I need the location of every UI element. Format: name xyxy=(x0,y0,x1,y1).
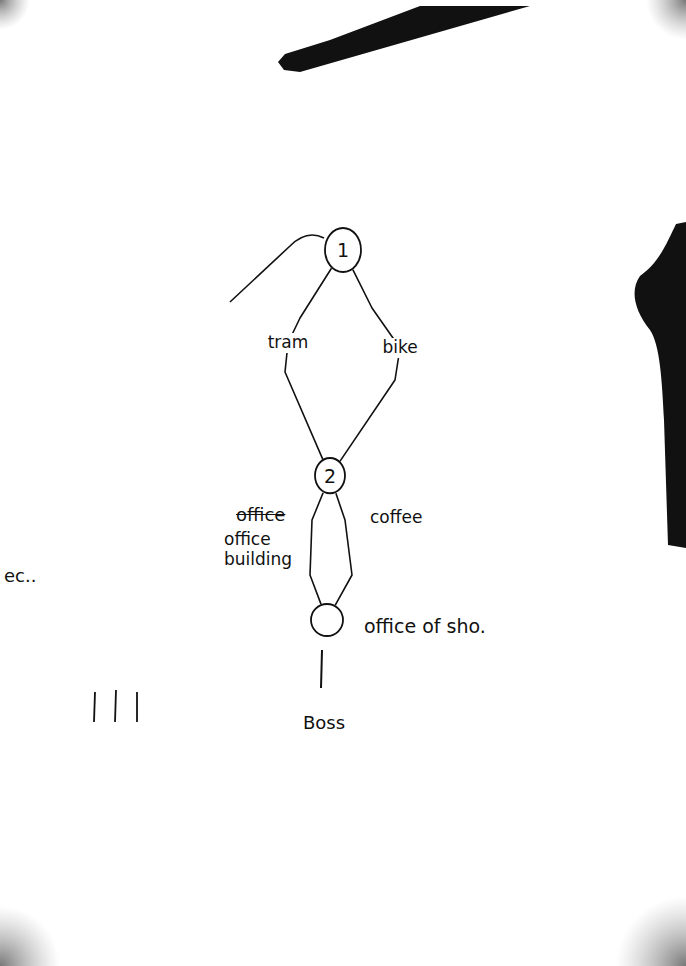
free-label: Boss xyxy=(303,712,345,733)
pen xyxy=(278,6,530,72)
scan-shadow xyxy=(646,0,686,40)
circle-outline xyxy=(310,603,344,637)
circle-node: 2 xyxy=(314,457,346,494)
connector-line xyxy=(285,268,331,459)
scan-shadow xyxy=(616,896,686,966)
free-label: ec.. xyxy=(4,565,36,586)
circle-node: office of sho. xyxy=(310,603,344,637)
dark-object xyxy=(635,222,686,548)
circle-node: 1 xyxy=(324,227,362,273)
edge-label: bike xyxy=(380,338,419,358)
connector-line xyxy=(335,493,352,605)
circle-number: 1 xyxy=(324,227,362,273)
connector-line xyxy=(340,270,400,462)
node-heading: office of sho. xyxy=(364,615,486,637)
leader-stroke xyxy=(230,235,324,302)
edge-label: tram xyxy=(266,333,311,353)
connector-line xyxy=(310,493,323,604)
connector-line xyxy=(335,493,352,605)
circle-outline xyxy=(311,604,343,636)
connector-line xyxy=(285,268,331,459)
leader-stroke xyxy=(321,650,322,688)
scan-shadow xyxy=(0,0,30,30)
scan-shadow xyxy=(0,906,60,966)
circle-number: 2 xyxy=(314,457,346,494)
tally-mark xyxy=(136,692,138,722)
free-label: office xyxy=(236,504,285,525)
edge-label: coffee xyxy=(368,508,424,528)
circle-outline xyxy=(325,228,361,272)
connector-line xyxy=(310,493,323,604)
circle-outline xyxy=(315,458,345,493)
connector-line xyxy=(340,270,400,462)
edge-label: office building xyxy=(222,530,306,569)
tally-mark xyxy=(94,692,95,722)
tally-mark xyxy=(115,690,116,722)
